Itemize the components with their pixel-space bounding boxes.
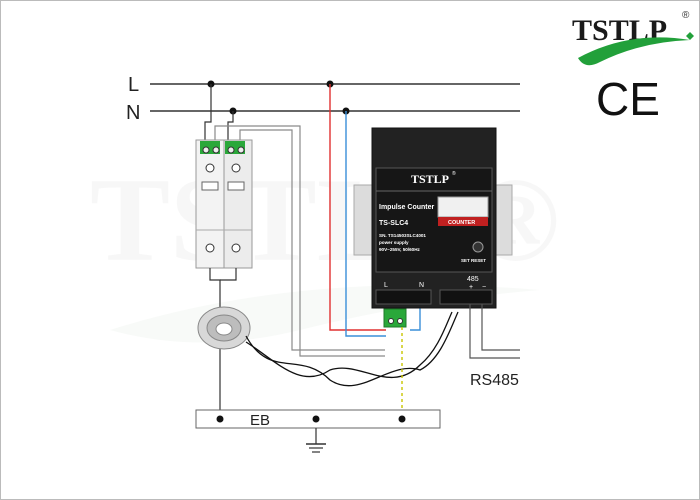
rs485-wires xyxy=(469,304,520,359)
logo-registered: ® xyxy=(682,10,690,21)
rs485-port-label: 485 xyxy=(467,276,479,283)
rs485-label: RS485 xyxy=(470,372,519,389)
sensor-twisted-cable xyxy=(245,311,459,387)
counter-title: Impulse Counter xyxy=(379,204,435,211)
din-rail xyxy=(353,184,513,256)
earth-bar-label: EB xyxy=(250,412,270,429)
counter-serial: SN. TS14503SLC4001 xyxy=(379,233,426,238)
current-transformer xyxy=(197,306,251,350)
rs485-terminal-block xyxy=(439,289,493,305)
counter-display-bar xyxy=(438,217,488,226)
counter-power-label: power supply xyxy=(379,240,409,245)
counter-display-label: COUNTER xyxy=(448,220,475,226)
counter-brand: TSTLP xyxy=(411,172,449,186)
logo-swoosh-icon xyxy=(578,37,690,66)
svg-text:®: ® xyxy=(452,170,456,177)
sensor-terminal-green xyxy=(383,308,407,328)
counter-model: TS-SLC4 xyxy=(379,220,408,227)
terminal-l-label: L xyxy=(384,282,388,289)
tstlp-logo: TSTLP ® xyxy=(572,10,694,66)
terminal-n-label: N xyxy=(419,282,424,289)
impulse-counter: TSTLP ® Impulse Counter TS-SLC4 SN. TS14… xyxy=(371,127,497,328)
counter-power-value: 90V~255V, 50/60Hz xyxy=(379,247,421,252)
reset-label: SET RESET xyxy=(461,258,486,263)
reset-button-icon xyxy=(472,241,484,253)
surge-protector xyxy=(195,139,253,269)
line-l-label: L xyxy=(128,74,139,96)
power-terminal-block xyxy=(375,289,432,305)
line-n-label: N xyxy=(126,102,140,124)
earth-bar: EB xyxy=(195,409,441,453)
ce-mark: CE xyxy=(596,73,660,125)
svg-text:+: + xyxy=(469,284,473,291)
spd-feed-wires xyxy=(204,84,385,357)
counter-display xyxy=(437,196,489,218)
svg-text:−: − xyxy=(482,284,486,291)
logo-star-icon xyxy=(686,32,694,40)
